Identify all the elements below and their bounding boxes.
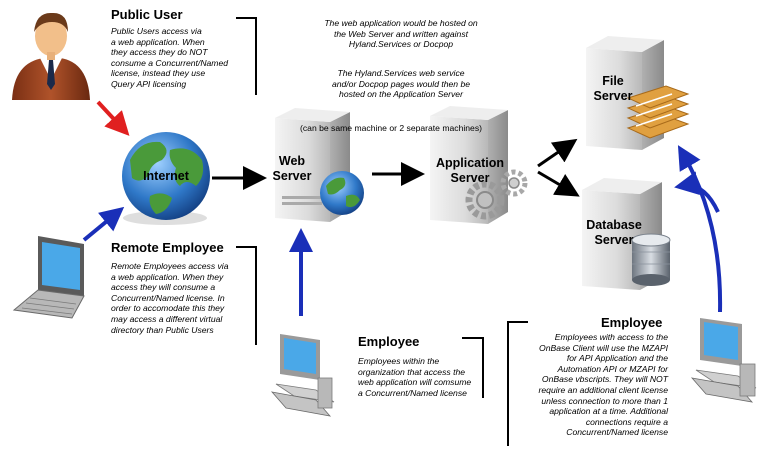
database-server-label-line2: Server [594, 233, 634, 247]
note-line: and/or Docpop pages would then be [331, 78, 471, 89]
desc-line: connections require a [585, 416, 668, 427]
employee-client-title: Employee [601, 315, 663, 330]
employee-client-description: Employees with access to the OnBase Clie… [512, 332, 668, 438]
globe-icon [320, 171, 364, 215]
globe-icon [122, 132, 210, 225]
same-machine-note: (can be same machine or 2 separate machi… [300, 123, 482, 133]
desc-line: OnBase Client will use the MZAPI [539, 342, 668, 353]
public-user-description: Public Users access via a web applicatio… [111, 26, 251, 90]
desc-line: web application will comsume [358, 377, 472, 388]
black-arrow [537, 138, 578, 168]
desktop-computer-icon [270, 334, 335, 417]
callout-brackets [236, 17, 528, 446]
file-server-label-line1: File [602, 74, 624, 88]
desc-line: Automation API or MZAPI for [557, 363, 669, 374]
desc-line: a web application. When they [111, 271, 224, 282]
gear-icon [465, 169, 528, 220]
desc-line: may access a different virtual [111, 313, 223, 324]
server-tower-icon [430, 106, 508, 224]
desc-line: access they will consume a [111, 282, 216, 293]
desc-line: a Concurrent/Named license [358, 387, 467, 398]
desc-line: organization that access the [358, 366, 466, 377]
desc-line: unless connection to more than 1 [541, 395, 668, 406]
desc-line: order to accomodate this they [111, 303, 225, 314]
user-avatar-icon [12, 12, 90, 100]
desc-line: Remote Employees access via [111, 261, 229, 271]
web-server-label: Web Server [262, 154, 322, 184]
database-server-label-line1: Database [586, 218, 642, 232]
desktop-computer-icon [690, 318, 757, 403]
desc-line: Employees with access to the [554, 332, 668, 342]
note-line: the Web Server and written against [333, 28, 469, 39]
desc-line: Concurrent/Named license [566, 427, 668, 438]
hosting-note-bottom: The Hyland.Services web service and/or D… [286, 68, 516, 100]
desc-line: license, instead they use [111, 68, 206, 79]
note-line: Hyland.Services or Docpop [348, 39, 454, 50]
desc-line: Concurrent/Named license. In [111, 292, 225, 303]
employee-web-title: Employee [358, 334, 420, 349]
desc-line: directory than Public Users [111, 324, 214, 335]
note-line: hosted on the Application Server [339, 89, 463, 100]
blue-arrow [674, 171, 720, 213]
file-stack-icon [626, 85, 690, 139]
desc-line: OnBase vbscripts. They will NOT [541, 374, 668, 385]
employee-web-description: Employees within the organization that a… [358, 356, 482, 398]
desc-line: application at a time. Additional [549, 406, 668, 417]
database-server-label: Database Server [572, 218, 656, 248]
remote-employee-description: Remote Employees access via a web applic… [111, 261, 253, 335]
black-arrow [537, 170, 580, 197]
internet-label: Internet [143, 169, 189, 183]
blue-arrow [82, 206, 125, 242]
desc-line: require an additional client license [538, 384, 668, 395]
note-line: The web application would be hosted on [324, 18, 478, 28]
hosting-note-top: The web application would be hosted on t… [286, 18, 516, 50]
desc-line: a web application. When [111, 36, 205, 47]
file-server-label: File Server [578, 74, 648, 104]
desc-line: Public Users access via [111, 26, 202, 36]
blue-arrow [677, 145, 723, 313]
arrows [82, 100, 723, 316]
remote-employee-title: Remote Employee [111, 240, 224, 255]
laptop-icon [12, 236, 85, 319]
web-server-label-line1: Web [278, 154, 306, 168]
red-arrow [96, 100, 130, 136]
note-line: The Hyland.Services web service [337, 68, 465, 78]
database-cylinder-icon [631, 233, 671, 286]
desc-line: for API Application and the [566, 353, 668, 364]
web-server-label-line2: Server [272, 169, 312, 183]
application-server-label-line1: Application [435, 156, 505, 170]
application-server-label: Application Server [420, 156, 520, 186]
public-user-title: Public User [111, 7, 183, 22]
desc-line: Query API licensing [111, 78, 187, 89]
desc-line: consume a Concurrent/Named [111, 57, 229, 68]
application-server-label-line2: Server [450, 171, 490, 185]
desc-line: they access they do NOT [111, 47, 208, 58]
desc-line: Employees within the [358, 356, 440, 366]
file-server-label-line2: Server [593, 89, 633, 103]
